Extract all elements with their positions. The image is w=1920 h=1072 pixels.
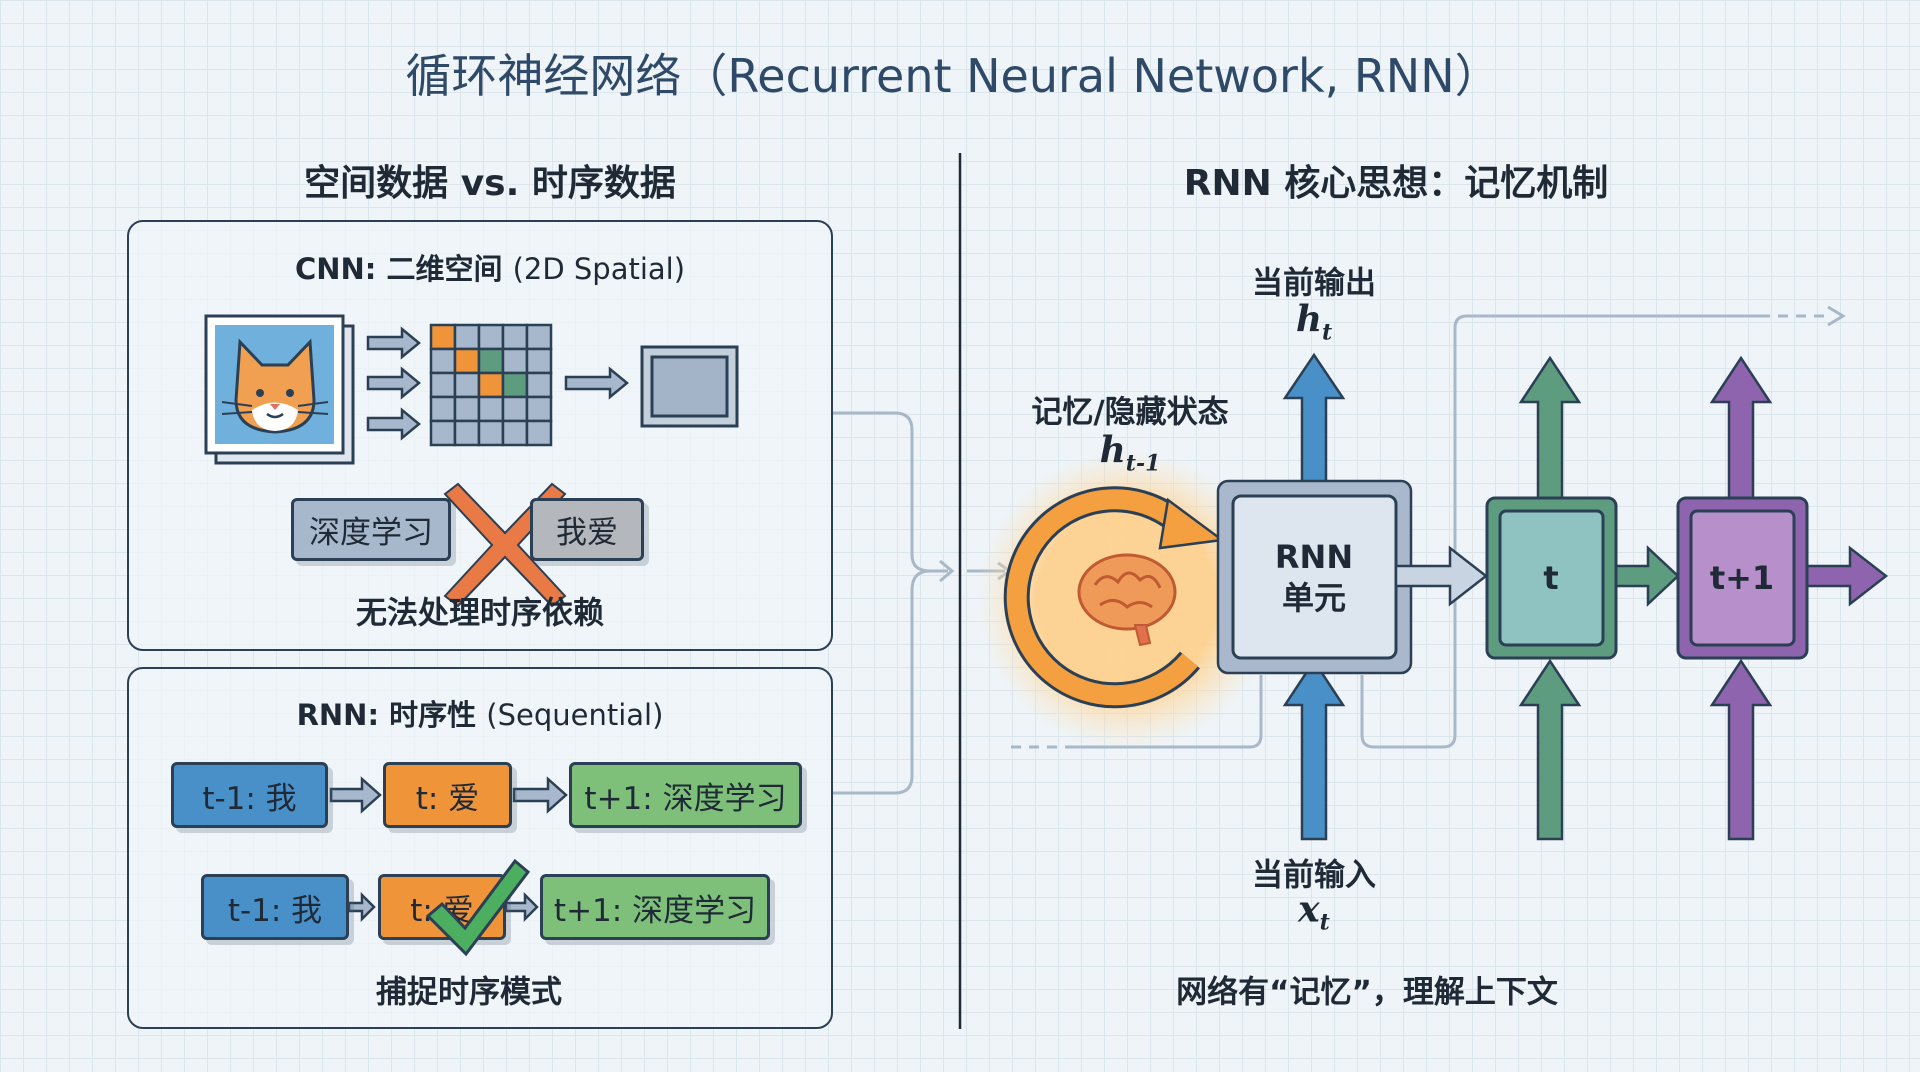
cell-to-t-arrow [1394,545,1489,607]
grid-cell [453,395,481,423]
rnn-cell-label-2: 单元 [1281,579,1347,617]
grid-cell [429,419,457,447]
grid-cell [501,347,529,375]
grid-cell [525,347,553,375]
grid-cell [429,395,457,423]
right-heading: RNN 核心思想：记忆机制 [1183,163,1609,204]
seq1-token-t-minus-1: t-1: 我 [171,762,328,828]
cnn-title: CNN: 二维空间 (2D Spatial) [295,246,685,288]
grid-cell [477,371,505,399]
seq1-token-t-plus-1: t+1: 深度学习 [569,762,802,828]
cnn-caption: 无法处理时序依赖 [356,595,604,632]
output-var-sub: t [1322,319,1333,346]
grid-cell [429,347,457,375]
rnn-title-bold: RNN: 时序性 [296,698,477,732]
grid-cell [477,323,505,351]
memory-var: ht-1 [1100,429,1161,476]
step-t-label: t [1543,559,1559,597]
grid-cell [501,419,529,447]
grid-cell [477,347,505,375]
output-var-h: h [1295,298,1323,341]
brain-icon [1077,553,1177,647]
grid-cell [525,371,553,399]
t-arrows [1518,355,1680,841]
grid-cell [501,395,529,423]
grid-cell [453,323,481,351]
output-arrow-blue [1282,352,1346,841]
input-var: xt [1298,888,1330,935]
t1-arrows [1709,355,1889,841]
grid-cell [453,371,481,399]
output-var: ht [1296,298,1332,345]
check-icon [425,858,531,957]
grid-cell [429,323,457,351]
input-label: 当前输入 [1252,857,1376,894]
rnn-panel [127,667,833,1029]
step-t1-label: t+1 [1709,559,1775,597]
memory-loop-arrow [1003,486,1226,709]
grid-cell [501,371,529,399]
cat-image-icon [204,314,355,465]
output-label: 当前输出 [1252,265,1376,302]
grid-cell [453,347,481,375]
grid-cell [525,395,553,423]
rnn-title: RNN: 时序性 (Sequential) [297,692,664,734]
right-caption: 网络有“记忆”，理解上下文 [1176,974,1558,1011]
input-var-sub: t [1319,909,1330,936]
rnn-caption: 捕捉时序模式 [376,974,562,1011]
token-deep-learning: 深度学习 [291,498,451,561]
grid-cell [453,419,481,447]
memory-label: 记忆/隐藏状态 [1031,394,1229,431]
t1-cell-inner [1689,509,1796,647]
rnn-title-normal: (Sequential) [486,698,664,732]
seq2-token-t-plus-1: t+1: 深度学习 [540,874,770,940]
input-arrows [366,326,629,441]
memory-var-h: h [1099,429,1126,472]
page-title: 循环神经网络（Recurrent Neural Network, RNN） [405,49,1501,103]
grid-cell [477,395,505,423]
grid-cell [525,419,553,447]
grid-cell [477,419,505,447]
output-feature-map [640,345,739,428]
input-var-x: x [1298,888,1320,931]
grid-cell [501,323,529,351]
memory-var-sub: t-1 [1125,450,1161,477]
seq2-token-t-minus-1: t-1: 我 [201,874,349,940]
feature-grid-icon [429,323,553,447]
rnn-cell-label-1: RNN [1274,538,1354,576]
left-heading: 空间数据 vs. 时序数据 [304,163,676,204]
sequence-arrows [329,776,568,923]
cnn-title-normal: (2D Spatial) [512,252,686,286]
t-cell-inner [1498,509,1605,647]
cnn-title-bold: CNN: 二维空间 [294,252,503,286]
seq1-token-t: t: 爱 [383,762,512,828]
token-i-love: 我爱 [530,498,644,561]
grid-cell [525,323,553,351]
grid-cell [429,371,457,399]
